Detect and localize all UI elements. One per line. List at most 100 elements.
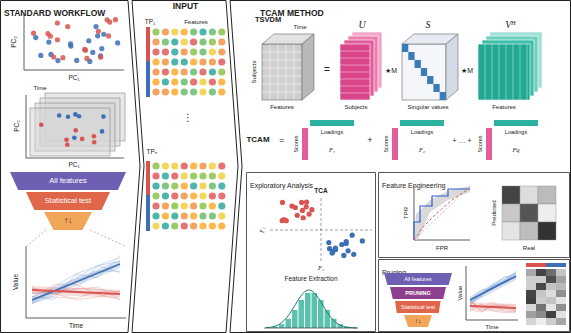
feature-dot [152,172,159,179]
feature-dot [199,202,206,209]
node-shape [395,301,441,313]
heatmap-cell [556,276,566,283]
heatmap-cell [556,283,566,290]
feature-dot [152,38,159,45]
data-dot [107,19,112,24]
figure-label: TP₁ [145,19,156,26]
singular-value [427,76,433,84]
data-dot [38,53,43,58]
data-dot [99,46,104,51]
matrix-cell [520,204,538,222]
heatmap-cell [536,297,546,304]
feature-dot [199,88,206,95]
data-dot [31,31,36,36]
feature-dot [199,222,206,229]
figure-label: Loadings [505,130,527,136]
feature-dot [152,58,159,65]
feature-dot [190,222,197,229]
figure-label: ★M [461,67,473,74]
funnel-stage: Statistical test [395,301,441,313]
grid-line [278,44,279,100]
figure-label: Vᴴ [505,20,515,30]
feature-dot [218,202,225,209]
data-dot [92,140,97,145]
data-dot [327,246,332,251]
figure-label: F₂ [259,227,266,233]
feature-dot [162,28,169,35]
figure-label: TCA [314,188,327,195]
data-dot [360,238,365,243]
loadings-bar [494,120,538,126]
feature-dot [209,58,216,65]
heatmap-cell [526,276,536,283]
matrix-cell [502,186,520,204]
group-bar [146,27,150,61]
stage-label: All features [49,177,87,185]
chance-line [414,186,470,240]
feature-dot [218,172,225,179]
feature-dot [152,78,159,85]
section-panel: INPUT [132,0,239,333]
feature-dot [171,58,178,65]
figure-label: TPR [403,207,409,219]
heatmap-cell [536,318,546,325]
feature-dot [218,182,225,189]
axis-line [24,14,25,70]
feature-dot [218,58,225,65]
data-dot [64,138,69,143]
figure-label: Singular values [407,104,448,110]
feature-dot [199,58,206,65]
node-shape [379,260,570,332]
figure-label: Time [485,324,498,330]
node-shape [1,1,141,333]
feature-dot [171,172,178,179]
stage-label: All features [404,276,432,282]
feature-dot [181,28,188,35]
subject-line [470,300,516,312]
axis-line [24,70,124,71]
figure-label: Subjects [344,104,367,110]
grid-line [520,44,521,100]
histogram-bar [305,293,311,328]
data-dot [307,211,312,216]
feature-dot [152,222,159,229]
axis-line [26,318,126,319]
data-dot [68,41,73,46]
figure-label: ⋮ [183,113,193,123]
node-shape [379,173,570,258]
time-plane [30,108,110,156]
feature-dot [171,78,178,85]
figure-label: = [279,136,284,145]
axis-line [264,328,358,329]
data-dot [95,33,100,38]
data-dot [65,142,70,147]
data-dot [101,32,106,37]
scores-bar [302,128,308,160]
heatmap-cell [526,304,536,311]
heatmap-cell [536,276,546,283]
grid-line [286,44,287,100]
feature-dot [152,162,159,169]
grid-line [262,92,302,93]
data-dot [100,129,105,134]
data-dot [304,204,309,209]
feature-dot [209,222,216,229]
figure-label: Subjects [251,60,257,83]
figure-label: Loadings [411,130,433,136]
data-dot [284,218,289,223]
data-dot [77,114,82,119]
panel-heading: Feature Engineering [382,182,445,190]
feature-dot [190,78,197,85]
funnel-stage: Statistical test [26,192,110,210]
matrix-cell [538,204,556,222]
feature-dot [171,68,178,75]
feature-dot [152,88,159,95]
data-dot [113,17,118,22]
loadings-bar [310,120,354,126]
heatmap-cell [546,304,556,311]
node-shape [230,1,571,333]
node-outline [246,172,376,332]
matrix-cell [520,222,538,240]
figure-label: = [324,65,330,75]
